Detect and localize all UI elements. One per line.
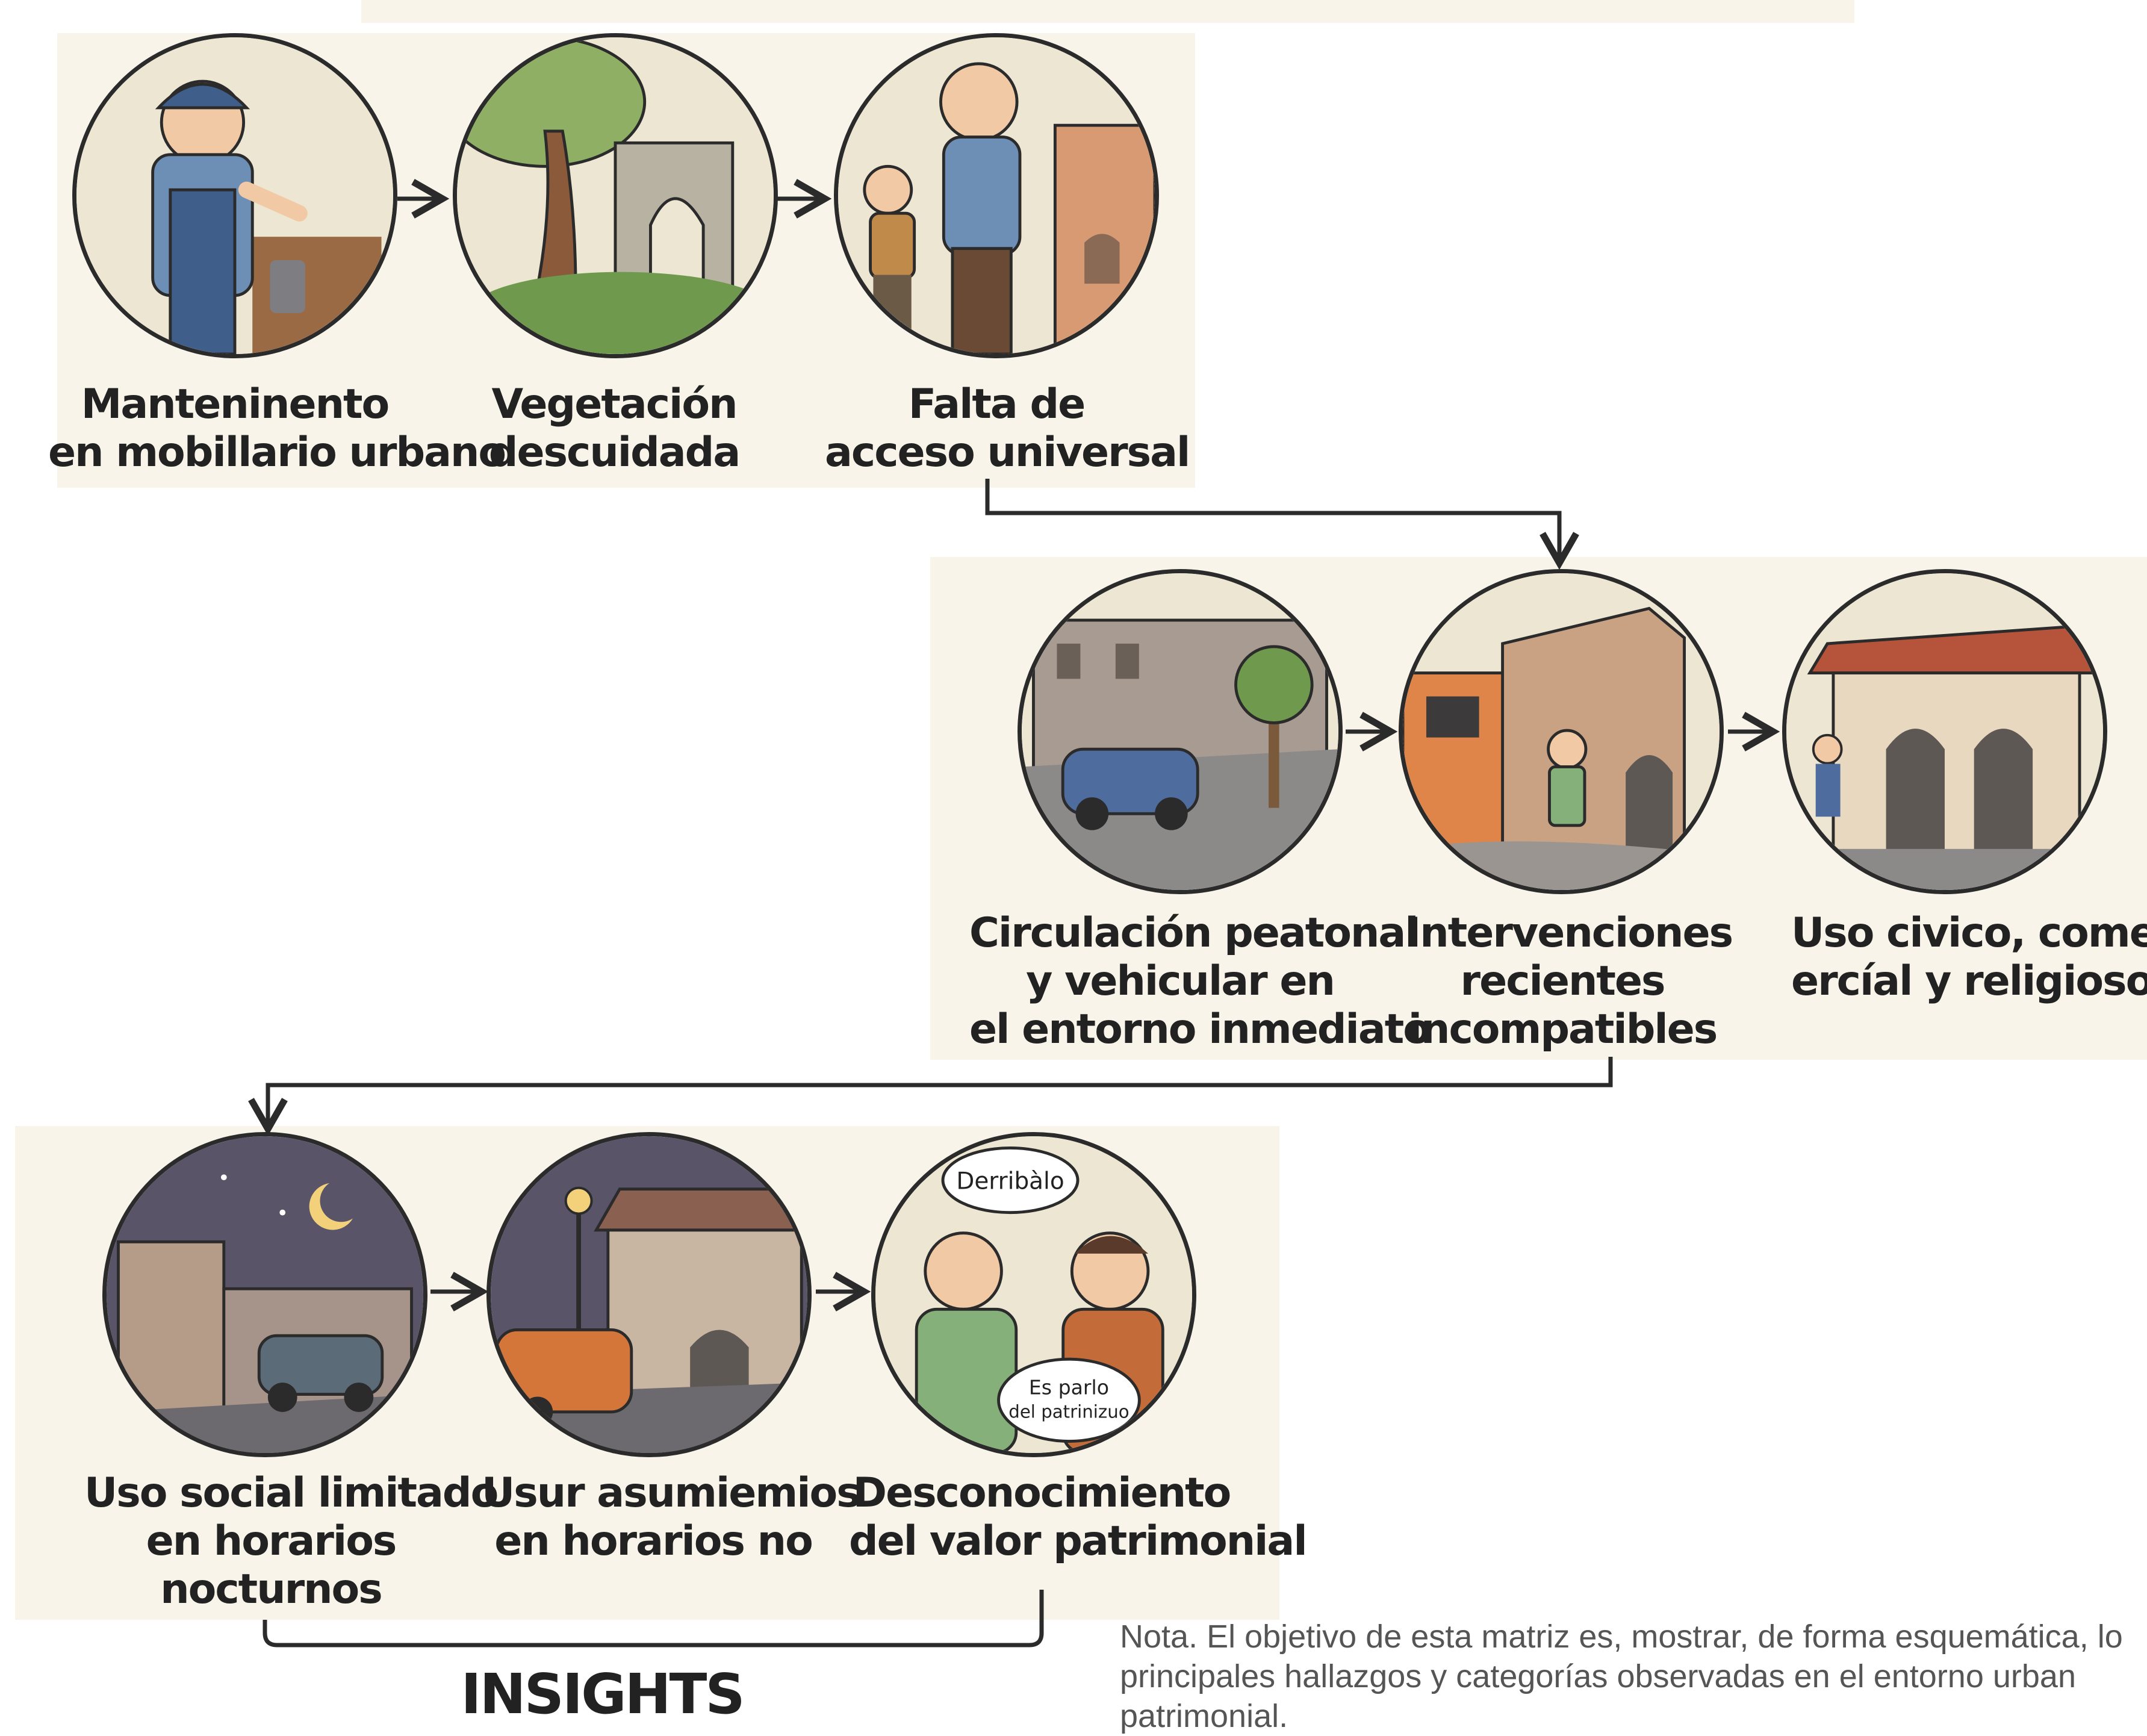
label-line: el entorno inmediato	[969, 1006, 1431, 1053]
arcade-building-icon	[1786, 573, 2103, 890]
access-circle	[834, 33, 1159, 358]
row3-label-3: Desconocimiento del valor patrimonial	[849, 1469, 1308, 1566]
traffic-circle	[1018, 569, 1343, 894]
maintenance-circle	[72, 33, 397, 358]
row3-label-1: Uso social limitado en horarios nocturno…	[84, 1469, 499, 1614]
label-line: Vegetación	[491, 381, 738, 428]
bubble-bottom-line2: del patrinizuo	[1008, 1402, 1129, 1422]
overgrown-ruin-icon	[457, 37, 774, 354]
footnote-line: principales hallazgos y categorías obser…	[1120, 1658, 2076, 1694]
incompatible-buildings-icon	[1403, 573, 1720, 890]
bubble-bottom-line1: Es parlo	[1029, 1376, 1109, 1399]
label-line: y vehicular en	[1026, 957, 1335, 1005]
interventions-circle	[1399, 569, 1724, 894]
insights-label: INSIGHTS	[461, 1662, 745, 1726]
maintenance-worker-icon	[76, 37, 393, 354]
label-line: Usur asumiemios	[482, 1469, 861, 1517]
label-line: nocturnos	[160, 1566, 383, 1613]
label-line: Falta de	[908, 381, 1086, 428]
label-line: Manteninento	[81, 381, 390, 428]
row1-label-2: Vegetación descuidada	[449, 381, 780, 477]
footnote: Nota. El objetivo de esta matriz es, mos…	[1120, 1617, 2147, 1736]
label-line: Circulación peatonal	[969, 909, 1419, 957]
footnote-line: patrimonial.	[1120, 1698, 1288, 1734]
civic-use-circle	[1782, 569, 2107, 894]
night-car-icon	[491, 1136, 807, 1453]
heritage-value-circle: Derribàlo Es parlo del patrinizuo	[871, 1132, 1196, 1457]
traffic-street-icon	[1022, 573, 1338, 890]
night-street-icon	[107, 1136, 423, 1453]
label-line: acceso universal	[825, 429, 1190, 476]
top-banner-strip	[361, 0, 1854, 23]
vegetation-circle	[453, 33, 778, 358]
label-line: Desconocimiento	[853, 1469, 1232, 1517]
footnote-line: Nota. El objetivo de esta matriz es, mos…	[1120, 1619, 2123, 1655]
label-line: incompatibles	[1408, 1006, 1718, 1053]
row2-label-2: Intervenciones recientes incompatibles	[1406, 909, 1733, 1054]
label-line: Uso social limitado	[84, 1469, 499, 1517]
label-line: descuidada	[488, 429, 741, 476]
row3-label-2: Usur asumiemios en horarios no	[482, 1469, 861, 1566]
label-line: en horarios no	[494, 1517, 813, 1565]
label-line: en horarios	[146, 1517, 397, 1565]
label-line: Uso civico, come -	[1791, 909, 2147, 957]
night-usage-circle	[486, 1132, 812, 1457]
elderly-access-icon	[838, 37, 1155, 354]
bubble-top-text: Derribàlo	[956, 1168, 1064, 1195]
label-line: recientes	[1460, 957, 1666, 1005]
conversation-icon: Derribàlo Es parlo del patrinizuo	[875, 1136, 1192, 1453]
label-line: ercíal y religioso	[1791, 957, 2147, 1005]
label-line: en mobillario urbano	[48, 429, 506, 476]
label-line: del valor patrimonial	[849, 1517, 1308, 1565]
row2-label-1: Circulación peatonal y vehicular en el e…	[969, 909, 1431, 1054]
night-social-circle	[102, 1132, 427, 1457]
row2-label-3: Uso civico, come - ercíal y religioso	[1791, 909, 2147, 1006]
row1-label-1: Manteninento en mobillario urbano	[48, 381, 506, 477]
row1-label-3: Falta de acceso universal	[825, 381, 1190, 477]
label-line: Intervenciones	[1406, 909, 1733, 957]
